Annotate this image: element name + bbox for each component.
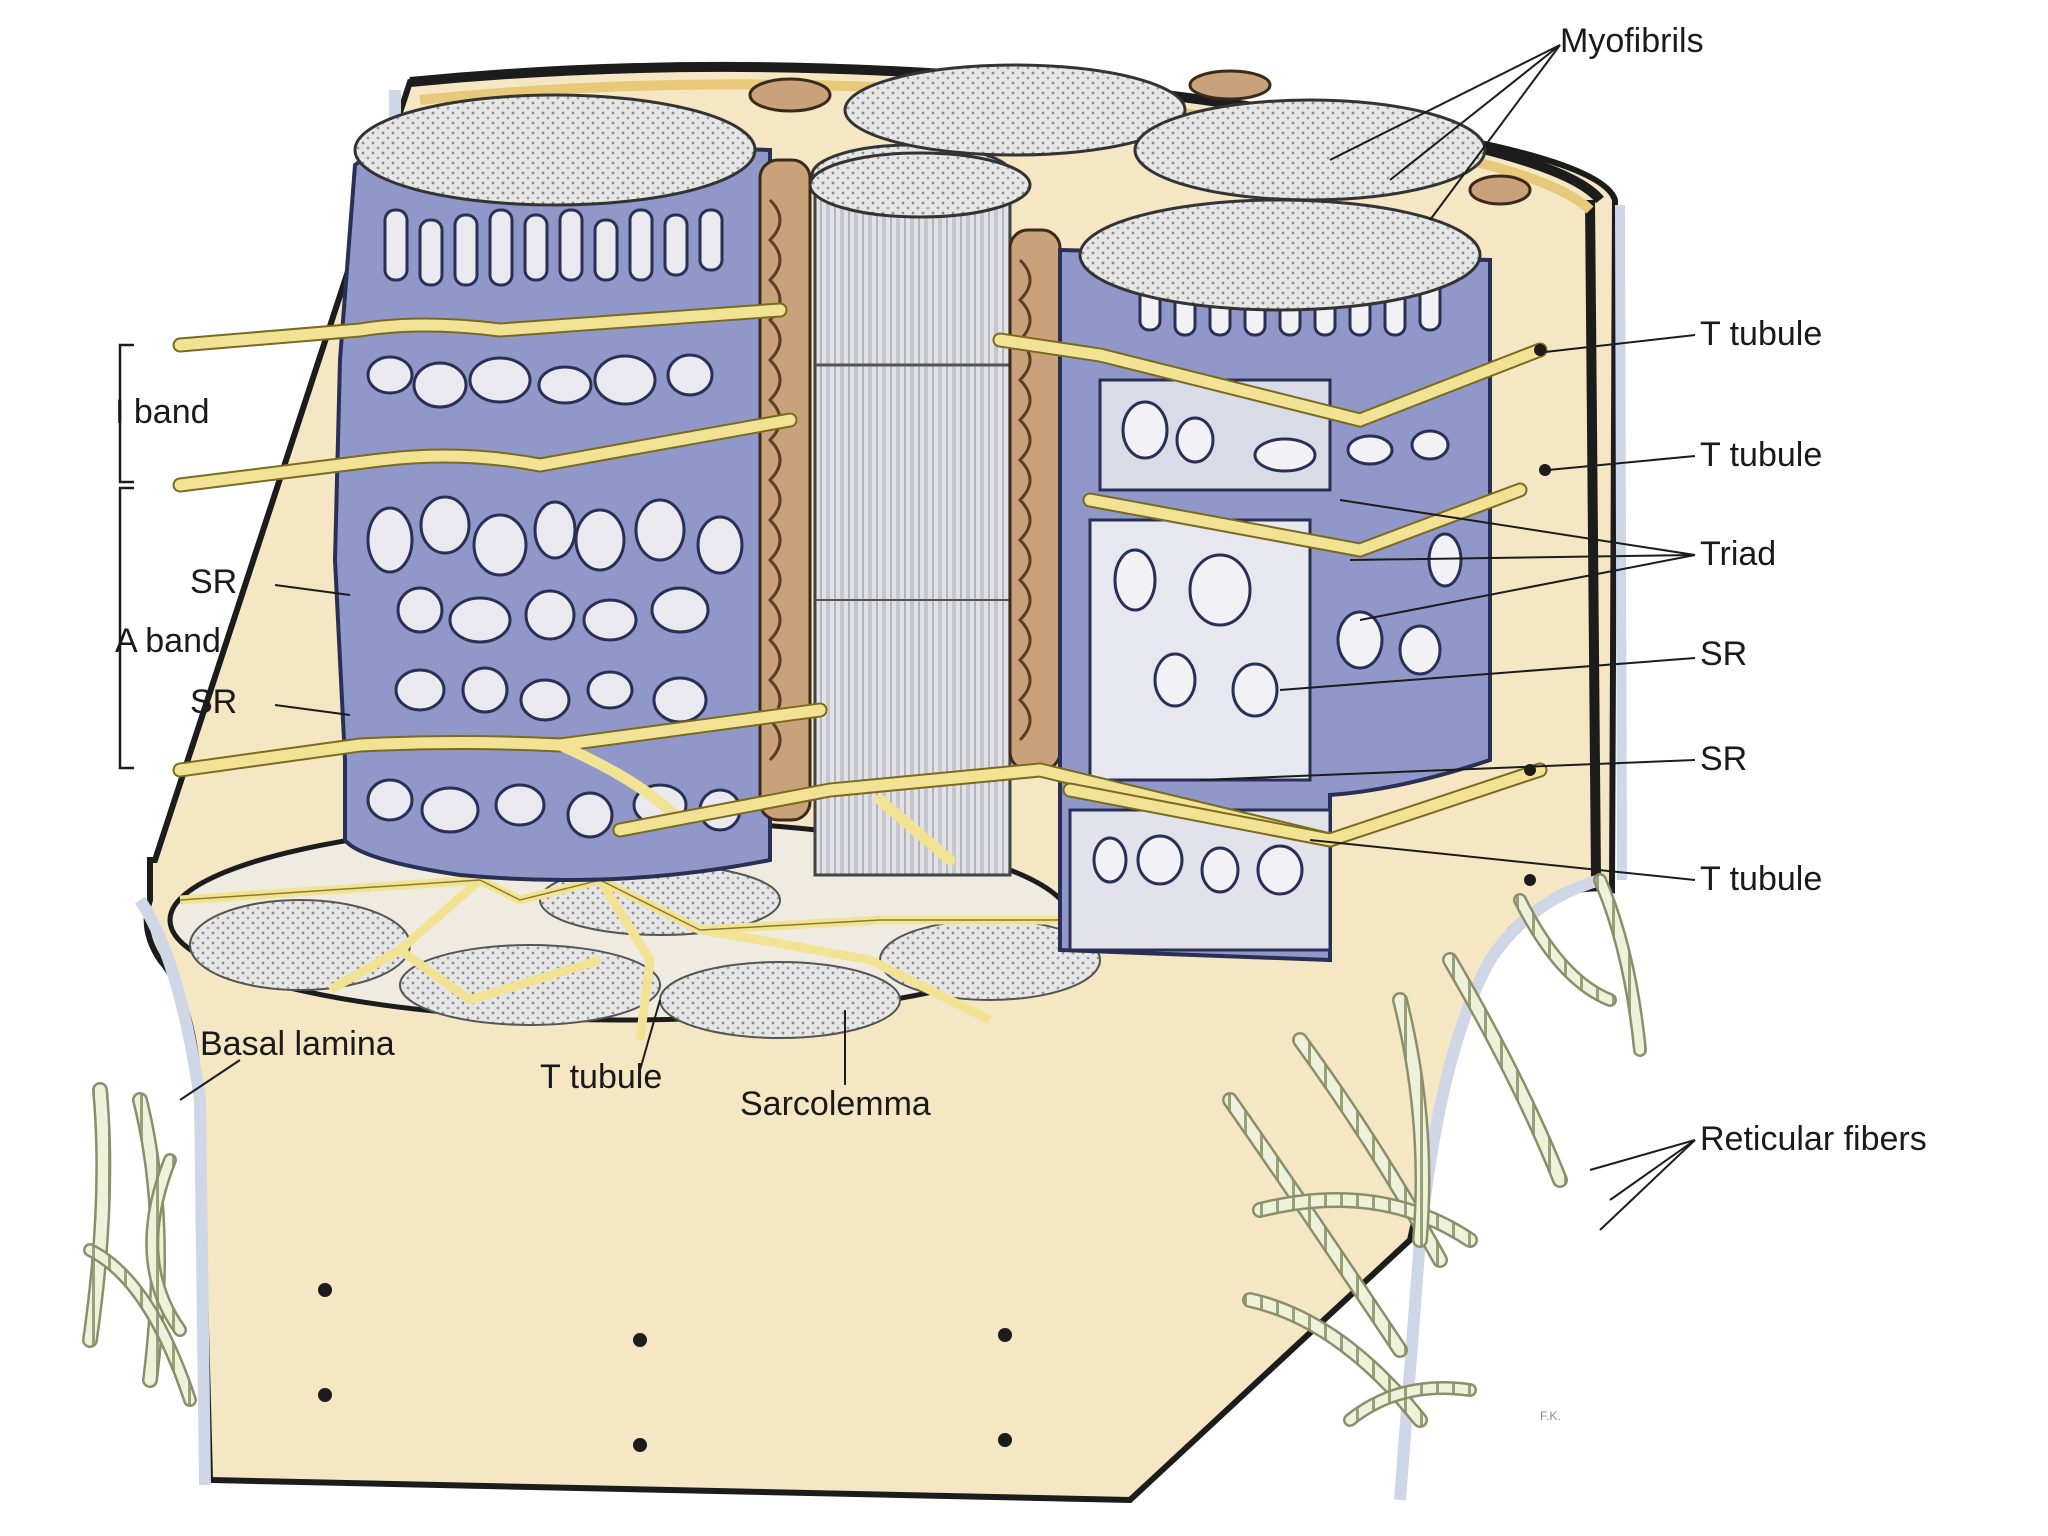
reticular-fibers-left bbox=[82, 1082, 197, 1407]
label-basal-lamina: Basal lamina bbox=[200, 1025, 395, 1063]
labels: Myofibrils T tubule T tubule Triad SR SR… bbox=[115, 22, 1927, 1423]
label-i-band: I band bbox=[115, 393, 210, 431]
right-myofibril-sr bbox=[1058, 198, 1492, 963]
mitochondria-column-left bbox=[758, 158, 812, 822]
label-t-tubule-floor: T tubule bbox=[540, 1058, 662, 1096]
label-triad: Triad bbox=[1700, 535, 1776, 573]
artist-initials: F.K. bbox=[1540, 1409, 1561, 1423]
label-sr-left-upper: SR bbox=[190, 563, 237, 601]
reticular-fibers bbox=[1222, 873, 1647, 1428]
label-t-tubule-upper: T tubule bbox=[1700, 315, 1822, 353]
label-sr-right-upper: SR bbox=[1700, 635, 1747, 673]
myofibril-ends-back bbox=[748, 63, 1532, 219]
left-myofibril-sr bbox=[332, 93, 772, 882]
label-a-band: A band bbox=[115, 622, 221, 660]
central-myofibril bbox=[810, 143, 1014, 877]
label-sr-left-lower: SR bbox=[190, 683, 237, 721]
label-sr-right-lower: SR bbox=[1700, 740, 1747, 778]
myofibril-end-1 bbox=[353, 93, 757, 207]
myofibril-end-right bbox=[1078, 198, 1482, 312]
label-myofibrils: Myofibrils bbox=[1560, 22, 1704, 60]
label-reticular-fibers: Reticular fibers bbox=[1700, 1120, 1927, 1158]
label-sarcolemma: Sarcolemma bbox=[740, 1085, 931, 1123]
band-brackets bbox=[118, 343, 134, 770]
label-t-tubule-lower: T tubule bbox=[1700, 860, 1822, 898]
label-t-tubule-middle: T tubule bbox=[1700, 436, 1822, 474]
leader-lines bbox=[179, 44, 1696, 1231]
t-tubules bbox=[172, 302, 1548, 866]
mitochondria-column-right bbox=[1008, 228, 1062, 772]
